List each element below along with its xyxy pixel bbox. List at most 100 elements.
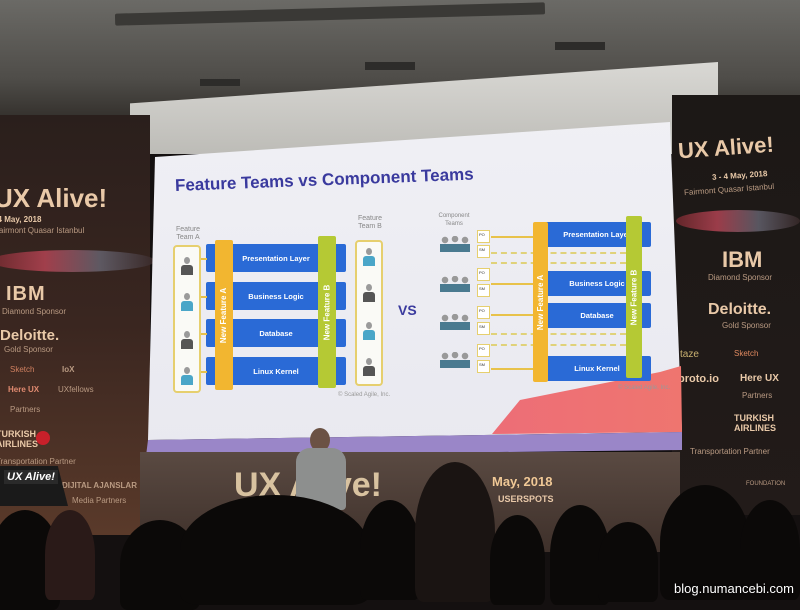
transport-label: Transportation Partner xyxy=(690,447,770,456)
partner-logo: IoX xyxy=(62,365,75,374)
person-icon xyxy=(181,257,193,275)
audience-member xyxy=(598,522,658,602)
podium: UX Alive! xyxy=(0,466,68,506)
new-feature-a-bar: New Feature A xyxy=(215,240,233,390)
audience-member xyxy=(490,515,545,605)
partner-logo: taze xyxy=(680,349,699,360)
new-feature-a-label: New Feature A xyxy=(536,274,545,330)
arrow xyxy=(491,283,541,285)
banner-logo: UX Alive! xyxy=(677,131,775,164)
person-icon xyxy=(363,284,375,302)
po-badge: PO xyxy=(477,344,490,357)
banner-logo: UX Alive! xyxy=(0,183,108,213)
arrow xyxy=(491,368,541,370)
sponsor-role: Gold Sponsor xyxy=(722,321,771,330)
dashed-arrow xyxy=(491,344,626,346)
ceiling-vent xyxy=(200,79,240,86)
media-partner-logo: DIJITAL AJANSLAR xyxy=(62,481,137,490)
audience-member xyxy=(45,510,95,600)
new-feature-b-bar: New Feature B xyxy=(626,216,642,378)
feature-team-a-box xyxy=(173,245,201,393)
feature-team-a-label: Feature Team A xyxy=(175,226,201,241)
transport-label: Transportation Partner xyxy=(0,457,76,466)
turkish-airlines-emblem-icon xyxy=(36,431,50,445)
arrow xyxy=(201,296,207,298)
person-icon xyxy=(363,248,375,266)
new-feature-b-label: New Feature B xyxy=(322,284,332,340)
audience-member xyxy=(360,500,420,600)
feature-team-b-label: Feature Team B xyxy=(357,215,383,230)
team-group-icon xyxy=(440,276,470,292)
sponsor-ibm: IBM xyxy=(6,283,46,305)
person-icon xyxy=(181,293,193,311)
sm-badge: SM xyxy=(477,245,490,258)
sponsor-banner-right: UX Alive! 3 - 4 May, 2018 Fairmont Quasa… xyxy=(672,95,800,515)
partner-logo: UXfellows xyxy=(58,385,94,394)
sponsor-banner-left: UX Alive! 3 - 4 May, 2018 Fairmont Quasa… xyxy=(0,115,155,535)
team-group-icon xyxy=(440,236,470,252)
sm-badge: SM xyxy=(477,360,490,373)
banner-wave xyxy=(676,210,800,232)
partner-logo: proto.io xyxy=(678,373,719,385)
team-group-icon xyxy=(440,352,470,368)
po-badge: PO xyxy=(477,306,490,319)
banner-date: 3 - 4 May, 2018 xyxy=(0,215,42,224)
sm-badge: SM xyxy=(477,284,490,297)
partners-label: Partners xyxy=(10,405,41,414)
sponsor-deloitte: Deloitte. xyxy=(708,301,772,318)
media-partners-label: Media Partners xyxy=(72,496,127,505)
person-icon xyxy=(363,358,375,376)
dashed-arrow xyxy=(491,262,626,264)
stage-date: May, 2018 xyxy=(492,474,553,489)
sm-badge: SM xyxy=(477,322,490,335)
vs-label: VS xyxy=(398,302,417,318)
sponsor-role: Diamond Sponsor xyxy=(708,273,773,282)
sponsor-role: Gold Sponsor xyxy=(4,345,53,354)
sponsor-role: Diamond Sponsor xyxy=(2,307,67,316)
banner-date: 3 - 4 May, 2018 xyxy=(711,169,768,182)
new-feature-b-bar: New Feature B xyxy=(318,236,336,388)
audience-member xyxy=(180,495,370,605)
arrow xyxy=(201,333,207,335)
ceiling-vent xyxy=(555,42,605,50)
foundation-logo: FOUNDATION xyxy=(746,481,786,487)
speaker-head xyxy=(310,428,330,452)
copyright: © Scaled Agile, Inc. xyxy=(338,392,391,398)
banner-venue: Fairmont Quasar Istanbul xyxy=(0,226,85,235)
component-teams-label: Component Teams xyxy=(438,213,470,227)
arrow xyxy=(201,258,207,260)
sponsor-ibm: IBM xyxy=(722,247,763,272)
stage-sponsor: USERSPOTS xyxy=(498,494,554,504)
audience-member xyxy=(660,485,750,600)
new-feature-b-label: New Feature B xyxy=(629,269,639,325)
audience-member xyxy=(740,500,800,600)
partner-logo: Sketch xyxy=(10,365,35,374)
sponsor-turkish-airlines: TURKISH AIRLINES xyxy=(0,429,39,449)
ceiling-vent xyxy=(365,62,415,70)
person-icon xyxy=(181,367,193,385)
partner-logo: Here UX xyxy=(8,385,40,394)
dashed-arrow xyxy=(491,333,626,335)
person-icon xyxy=(181,331,193,349)
banner-wave xyxy=(0,250,155,272)
feature-team-b-box xyxy=(355,240,383,386)
arrow xyxy=(201,371,207,373)
partner-logo: Sketch xyxy=(734,349,759,358)
banner-venue: Fairmont Quasar Istanbul xyxy=(683,181,775,198)
watermark: blog.numancebi.com xyxy=(674,581,794,596)
po-badge: PO xyxy=(477,230,490,243)
po-badge: PO xyxy=(477,268,490,281)
new-feature-a-bar: New Feature A xyxy=(533,222,548,382)
copyright: © Scaled Agile, Inc. xyxy=(618,385,671,391)
new-feature-a-label: New Feature A xyxy=(219,287,229,343)
arrow xyxy=(491,314,541,316)
sponsor-turkish-airlines: TURKISH AIRLINES xyxy=(734,413,777,433)
partners-label: Partners xyxy=(742,391,773,400)
audience-member xyxy=(415,462,495,602)
person-icon xyxy=(363,322,375,340)
team-group-icon xyxy=(440,314,470,330)
arrow xyxy=(491,236,541,238)
partner-logo: Here UX xyxy=(740,373,779,384)
podium-logo: UX Alive! xyxy=(4,470,58,484)
dashed-arrow xyxy=(491,252,626,254)
